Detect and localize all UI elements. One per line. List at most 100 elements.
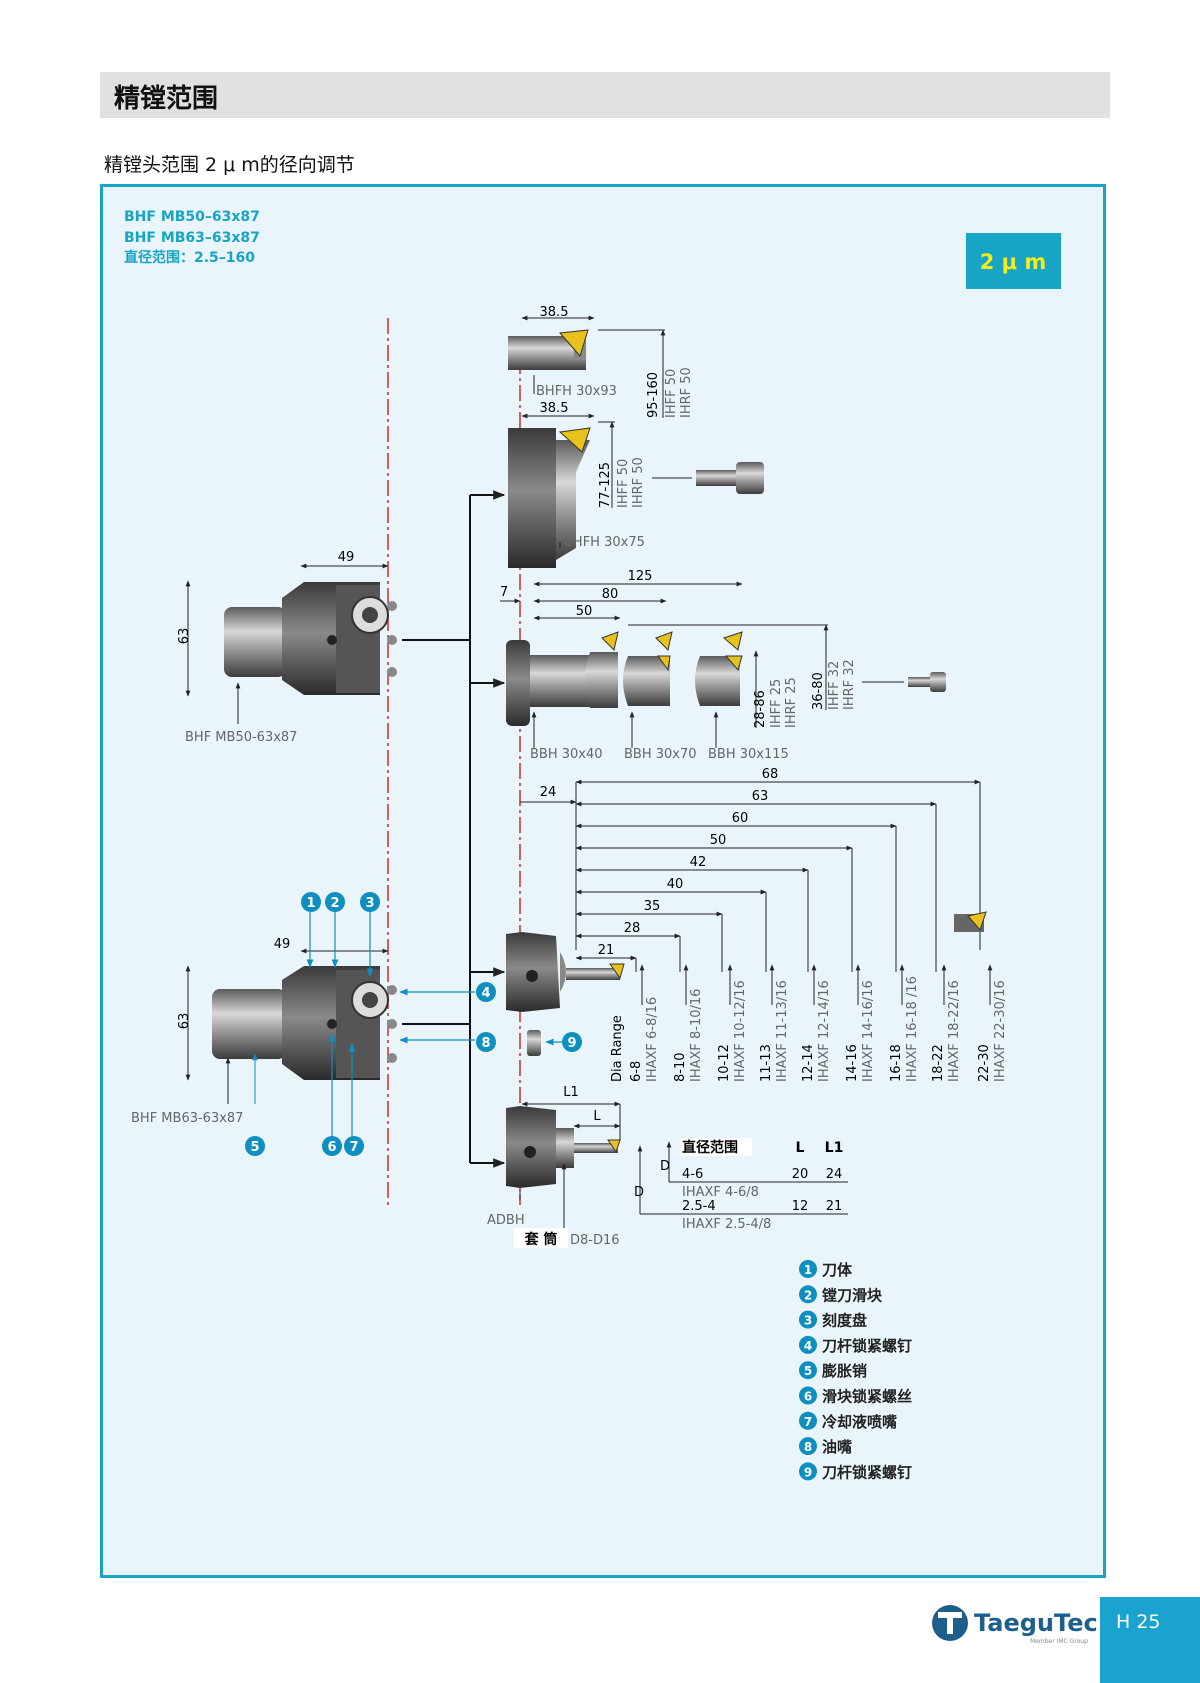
dim-l: L [593,1109,601,1124]
legend-text-3: 刻度盘 [822,1312,867,1330]
dim-50: 50 [576,604,593,619]
svg-text:7: 7 [349,1140,358,1155]
taegutec-logo: TaeguTec Member IMC Group [932,1605,1098,1645]
dim-7: 7 [500,585,508,600]
dim-d-1: D [634,1185,644,1200]
mid-ihff: IHFF 50 [616,459,631,508]
dim-60: 60 [732,811,749,826]
range-8-10: 8-10 [673,1052,688,1082]
sleeve-range: D8-D16 [570,1233,620,1248]
model-a: BHF MB50–63x87 [124,209,260,225]
precision-badge [966,233,1061,289]
legend-badge-3 [799,1310,817,1329]
dim-68: 68 [762,767,779,782]
code-8-10: IHAXF 8-10/16 [689,989,704,1082]
page-subtitle: 精镗头范围 2 μ m的径向调节 [104,154,355,176]
label-bhfh-30x93: BHFH 30x93 [536,384,617,399]
legend-num-2: 2 [804,1288,812,1302]
dim-21: 21 [598,943,615,958]
lock-pin [527,1030,541,1056]
code-11-13: IHAXF 11-13/16 [775,980,790,1082]
dim-l1: L1 [563,1085,579,1100]
legend-text-6: 滑块锁紧螺丝 [822,1388,912,1406]
dim-38-5-top: 38.5 [540,305,569,320]
dim-80: 80 [602,587,619,602]
row2-range: 2.5-4 [682,1199,716,1214]
legend-num-9: 9 [804,1465,812,1479]
badge-8: 8 [476,1032,496,1052]
legend-badge-7 [799,1411,817,1430]
legend-text-8: 油嘴 [822,1438,852,1456]
dim-38-5-mid: 38.5 [540,401,569,416]
top-ihff: IHFF 50 [664,369,679,418]
svg-text:9: 9 [567,1036,576,1051]
ihff-32: IHFF 32 [827,661,842,710]
label-adbh: ADBH [487,1213,525,1228]
badge-2: 2 [325,892,345,912]
row2-code: IHAXF 2.5-4/8 [682,1217,771,1232]
dim-63-top: 63 [177,628,192,645]
table-head-box [680,1138,752,1156]
badge-1: 1 [301,892,321,912]
dim-125: 125 [628,569,653,584]
legend-badge-8 [799,1437,817,1456]
cartridge-bhfh-30x75 [508,427,591,568]
badge-6: 6 [322,1136,342,1156]
legend-num-5: 5 [804,1364,812,1378]
page-number: H 25 [1116,1611,1161,1633]
range-28-86: 28-86 [753,690,768,728]
badge-9: 9 [562,1032,582,1052]
range-14-16: 14-16 [845,1044,860,1082]
code-14-16: IHAXF 14-16/16 [861,980,876,1082]
legend-badge-6 [799,1386,817,1405]
badge-3: 3 [360,892,380,912]
legend-badge-2 [799,1285,817,1304]
dim-d-2: D [660,1159,670,1174]
cartridge-bhfh-30x93 [508,329,589,370]
range-12-14: 12-14 [801,1044,816,1082]
legend-text-4: 刀杆锁紧螺钉 [822,1337,912,1355]
insert-large [954,911,987,932]
page-title: 精镗范围 [114,84,219,114]
svg-text:3: 3 [365,896,374,911]
screw-large [696,462,764,494]
svg-text:5: 5 [250,1140,259,1155]
table-head-l: L [796,1140,805,1156]
precision-label: 2 μ m [980,250,1047,274]
adbh-holder [506,1106,621,1188]
legend-badge-4 [799,1335,817,1354]
brand-name: TaeguTec [974,1609,1098,1637]
sleeve-box [514,1228,568,1248]
row1-code: IHAXF 4-6/8 [682,1185,759,1200]
code-6-8: IHAXF 6-8/16 [645,997,660,1082]
page-number-tab: H 25 [1100,1597,1200,1683]
section-title-bar: 精镗范围 [100,72,1110,118]
model-b: BHF MB63–63x87 [124,230,260,246]
row2-l1: 21 [826,1199,843,1214]
ihff-25: IHFF 25 [769,679,784,728]
code-18-22: IHAXF 18-22/16 [947,980,962,1082]
range-10-12: 10-12 [717,1044,732,1082]
label-bbh-30x40: BBH 30x40 [530,747,603,762]
legend-badge-9 [799,1462,817,1481]
legend-badge-5 [799,1361,817,1380]
boring-head-mb63 [212,966,397,1080]
svg-text:2: 2 [330,896,339,911]
legend-num-1: 1 [804,1263,812,1277]
dim-24: 24 [540,785,557,800]
svg-text:4: 4 [481,986,490,1001]
code-12-14: IHAXF 12-14/16 [817,980,832,1082]
legend-num-4: 4 [804,1339,812,1353]
table-head-l1: L1 [825,1140,844,1156]
range-18-22: 18-22 [931,1044,946,1082]
badge-7: 7 [344,1136,364,1156]
dim-28: 28 [624,921,641,936]
mid-ihrf: IHRF 50 [631,457,646,508]
ihaxf-holder [506,932,625,1012]
label-bbh-30x70: BBH 30x70 [624,747,697,762]
range-36-80: 36-80 [811,672,826,710]
diameter-range: 直径范围：2.5–160 [124,249,255,266]
